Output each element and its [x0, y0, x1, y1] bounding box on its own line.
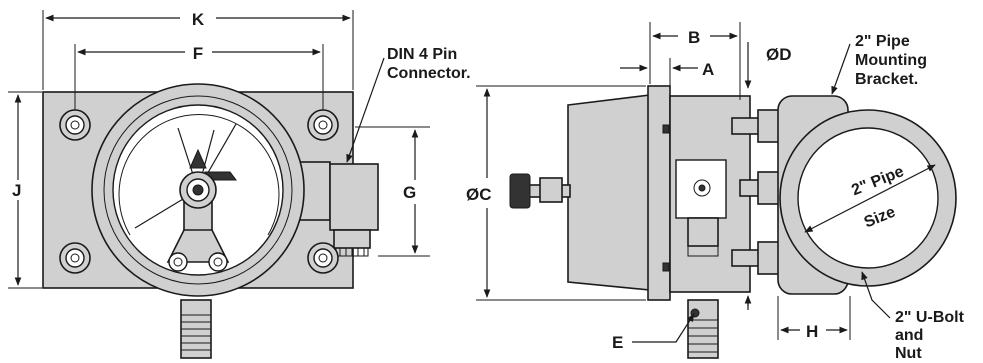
front-view: K F J G DIN 4 Pin C [8, 10, 471, 359]
dim-a: A [620, 58, 714, 94]
bracket-bolts [731, 109, 783, 275]
label-e: E [612, 333, 623, 352]
din-line1: DIN 4 Pin [387, 46, 457, 63]
dim-k: K [42, 10, 354, 90]
pipe-bracket: 2" Pipe Size [777, 95, 957, 295]
dim-e: E [612, 313, 695, 352]
label-d: ØD [766, 45, 792, 64]
gauge-dial [91, 83, 305, 297]
side-view: 2" Pipe Size B A ØD [466, 22, 965, 362]
corner-bolt-bl [59, 242, 91, 274]
callout-din-connector: DIN 4 Pin Connector. [346, 46, 471, 163]
dim-g: G [355, 126, 430, 257]
ubolt-line1: 2" U-Bolt [895, 309, 965, 326]
label-j: J [12, 181, 21, 200]
bracket-line1: 2" Pipe [855, 33, 910, 50]
corner-bolt-tr [307, 109, 339, 141]
bracket-line2: Mounting [855, 52, 927, 69]
label-a: A [702, 60, 714, 79]
dim-f: F [74, 44, 324, 110]
ubolt-line2: and [895, 327, 923, 344]
corner-bolt-tl [59, 109, 91, 141]
dim-h: H [777, 296, 851, 341]
label-f: F [193, 44, 203, 63]
callout-mounting-bracket: 2" Pipe Mounting Bracket. [831, 33, 927, 95]
side-case [567, 94, 651, 291]
dim-d: ØD [744, 42, 792, 310]
din-line2: Connector. [387, 65, 471, 82]
bracket-line3: Bracket. [855, 71, 918, 88]
dim-j: J [8, 91, 42, 289]
label-c: ØC [466, 185, 492, 204]
label-k: K [192, 10, 205, 29]
dim-c: ØC [466, 85, 646, 301]
dim-b: B [649, 22, 741, 100]
adjust-knob [509, 173, 571, 209]
side-stem [687, 299, 719, 359]
ubolt-line3: Nut [895, 345, 922, 362]
label-h: H [806, 322, 818, 341]
corner-bolt-br [307, 242, 339, 274]
callout-u-bolt: 2" U-Bolt and Nut [861, 271, 965, 362]
label-g: G [403, 183, 416, 202]
label-b: B [688, 28, 700, 47]
